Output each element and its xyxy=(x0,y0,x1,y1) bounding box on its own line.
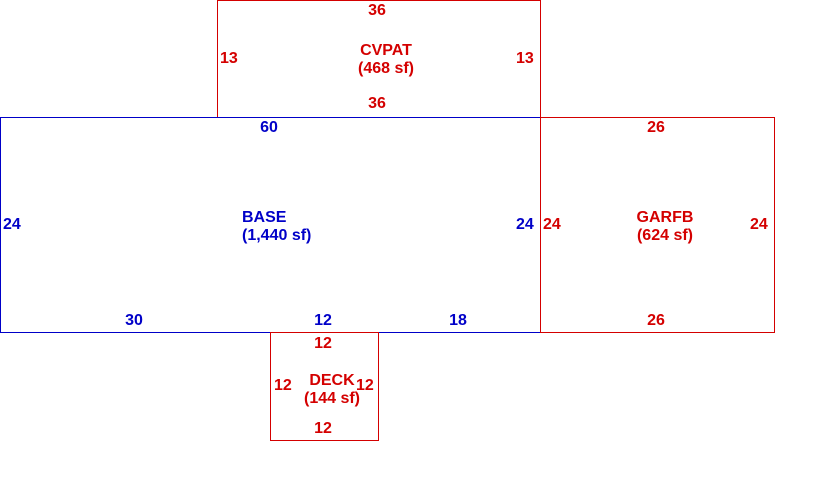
garfb-area xyxy=(540,117,775,333)
garfb-label: GARFB (624 sf) xyxy=(637,209,694,245)
garfb-dim-right: 24 xyxy=(750,216,768,233)
garfb-size: (624 sf) xyxy=(636,227,694,244)
deck-dim-bottom: 12 xyxy=(314,420,332,437)
cvpat-dim-left: 13 xyxy=(220,50,238,67)
base-dim-bottom-b: 12 xyxy=(314,312,332,329)
base-dim-right: 24 xyxy=(516,216,534,233)
cvpat-dim-bottom: 36 xyxy=(368,95,386,112)
deck-dim-left: 12 xyxy=(274,377,292,394)
deck-dim-top: 12 xyxy=(314,335,332,352)
base-dim-left: 24 xyxy=(3,216,21,233)
garfb-dim-left: 24 xyxy=(543,216,561,233)
deck-size: (144 sf) xyxy=(303,390,361,407)
base-size: (1,440 sf) xyxy=(242,227,312,244)
cvpat-dim-right: 13 xyxy=(516,50,534,67)
base-dim-bottom-a: 30 xyxy=(125,312,143,329)
base-name: BASE xyxy=(242,209,287,226)
cvpat-label: CVPAT (468 sf) xyxy=(358,42,414,78)
base-dim-bottom-c: 18 xyxy=(449,312,467,329)
cvpat-name: CVPAT xyxy=(360,42,412,59)
deck-label: DECK (144 sf) xyxy=(304,372,360,408)
garfb-dim-bottom: 26 xyxy=(647,312,665,329)
base-label: BASE (1,440 sf) xyxy=(242,209,311,245)
cvpat-dim-top: 36 xyxy=(368,2,386,19)
deck-dim-right: 12 xyxy=(356,377,374,394)
base-dim-top: 60 xyxy=(260,119,278,136)
garfb-dim-top: 26 xyxy=(647,119,665,136)
garfb-name: GARFB xyxy=(636,209,694,226)
cvpat-size: (468 sf) xyxy=(357,60,415,77)
deck-name: DECK xyxy=(309,372,355,389)
deck-area xyxy=(270,332,379,441)
